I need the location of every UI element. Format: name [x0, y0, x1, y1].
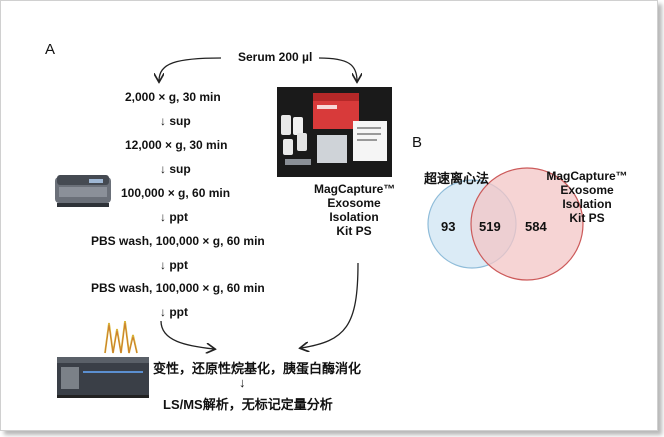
panel-a-label: A — [45, 41, 56, 58]
panel-b-label: B — [412, 134, 423, 151]
kit-label-line-1: MagCapture™ — [314, 182, 396, 196]
arrow-serum-to-kit — [318, 57, 357, 81]
mass-spectrometer-image — [53, 321, 153, 399]
venn-label-magcapture-line-1: MagCapture™ — [546, 169, 628, 183]
step-arrow-3: ↓ ppt — [160, 210, 188, 224]
ultracentrifuge-image — [53, 173, 113, 209]
kit-label-line-2: Exosome — [327, 196, 381, 210]
step-arrow-5: ↓ ppt — [160, 305, 188, 319]
kit-label-line-3: Isolation — [329, 210, 379, 224]
step-5: PBS wash, 100,000 × g, 60 min — [91, 281, 265, 295]
step-4: PBS wash, 100,000 × g, 60 min — [91, 234, 265, 248]
step-1: 2,000 × g, 30 min — [125, 90, 221, 104]
step-arrow-1: ↓ sup — [160, 114, 191, 128]
step-2: 12,000 × g, 30 min — [125, 138, 228, 152]
venn-count-overlap: 519 — [479, 219, 501, 234]
venn-label-ultracentrifugation: 超速离心法 — [424, 171, 490, 186]
venn-count-right-only: 584 — [525, 219, 547, 234]
venn-label-magcapture-line-4: Kit PS — [569, 211, 605, 225]
venn-circle-magcapture — [470, 167, 584, 281]
flow-arrows — [1, 57, 584, 430]
venn-count-left-only: 93 — [441, 219, 456, 234]
kit-label-line-4: Kit PS — [336, 224, 372, 238]
venn-label-magcapture-line-2: Exosome — [560, 183, 614, 197]
venn-label-magcapture: MagCapture™ Exosome Isolation Kit PS — [545, 169, 629, 225]
step-3: 100,000 × g, 60 min — [121, 186, 231, 200]
arrow-ppt-to-processing — [160, 320, 214, 349]
step-arrow-2: ↓ sup — [160, 162, 191, 176]
kit-photo — [277, 87, 392, 177]
processing-arrow: ↓ — [239, 375, 246, 390]
processing-step: 变性，还原性烷基化，胰蛋白酶消化 — [153, 361, 362, 376]
figure-frame: A B Serum 200 µl 2,000 × g, 30 min ↓ sup… — [0, 0, 658, 431]
serum-label: Serum 200 µl — [238, 50, 313, 64]
venn-label-magcapture-line-3: Isolation — [562, 197, 612, 211]
kit-label: MagCapture™ Exosome Isolation Kit PS — [314, 182, 396, 238]
step-arrow-4: ↓ ppt — [160, 258, 188, 272]
arrow-serum-to-centrifugation — [159, 57, 222, 81]
analysis-step: LS/MS解析，无标记定量分析 — [163, 397, 333, 412]
arrow-kit-to-processing — [301, 262, 359, 348]
